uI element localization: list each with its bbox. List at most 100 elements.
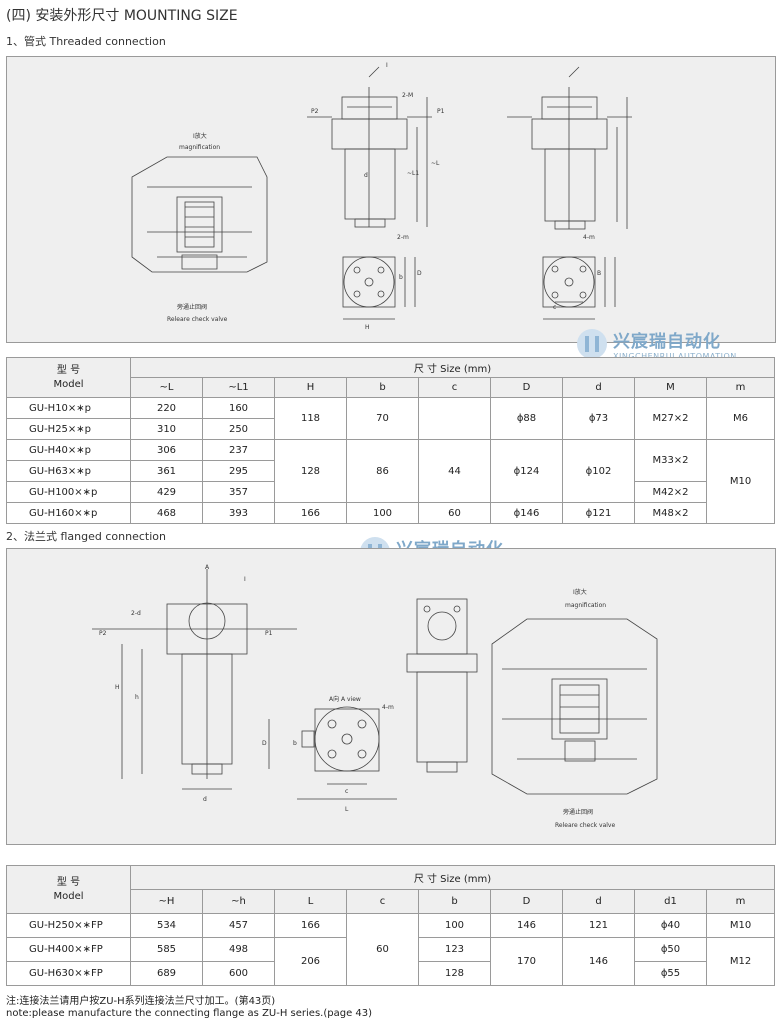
table-row: GU-H10×∗p 220 160 118 70 ϕ88 ϕ73 M27×2 M… — [6, 397, 776, 440]
model-cell: GU-H10×∗p — [6, 397, 131, 419]
model-cell: GU-H25×∗p — [6, 418, 131, 440]
cell: 146 — [562, 937, 635, 986]
cell: 498 — [202, 937, 275, 962]
flanged-drawing-panel: A I 2-d P2 P1 H h d D b 4-m c L A向 A vie… — [6, 548, 776, 845]
model-cell: GU-H100×∗p — [6, 481, 131, 503]
cell: ϕ121 — [562, 502, 635, 524]
cell: 237 — [202, 439, 275, 461]
note-cn: 注:连接法兰请用户按ZU-H系列连接法兰尺寸加工。(第43页) — [6, 996, 276, 1007]
drawing1-mag-cn: I放大 — [193, 132, 207, 140]
cell: 100 — [418, 913, 491, 938]
cell: 118 — [274, 397, 347, 440]
drawing2-label: L — [345, 806, 349, 813]
cell: 123 — [418, 937, 491, 962]
drawing2-valve-en: Releare check valve — [555, 822, 615, 829]
cell: ϕ88 — [490, 397, 563, 440]
drawing2-label: b — [293, 740, 297, 747]
section-threaded-title: 1、管式 Threaded connection — [6, 35, 166, 48]
col-header: L — [274, 889, 347, 914]
table-row: GU-H63×∗p 361 295 — [6, 460, 775, 482]
page-title: (四) 安装外形尺寸 MOUNTING SIZE — [6, 8, 238, 24]
cell: 306 — [130, 439, 203, 461]
cell: ϕ102 — [562, 439, 635, 503]
model-cell: GU-H250×∗FP — [6, 913, 131, 938]
col-header: D — [490, 377, 563, 398]
col-header: ~h — [202, 889, 275, 914]
drawing1-label: 4-m — [583, 234, 595, 241]
cell: 361 — [130, 460, 203, 482]
drawing2-mag-cn: I放大 — [573, 588, 587, 596]
cell: M6 — [705, 397, 776, 440]
drawing2-label: h — [135, 694, 139, 701]
drawing2-label: c — [345, 788, 348, 795]
col-header: ~L1 — [202, 377, 275, 398]
cell: 128 — [418, 961, 491, 986]
cell: 128 — [274, 439, 347, 503]
cell: ϕ124 — [490, 439, 563, 503]
cell: M42×2 — [634, 481, 707, 503]
model-cell: GU-H40×∗p — [6, 439, 131, 461]
cell: 70 — [346, 397, 419, 440]
drawing1-label: ~L1 — [407, 170, 419, 177]
cell: 146 — [490, 913, 563, 938]
section-flanged-title: 2、法兰式 flanged connection — [6, 530, 166, 543]
col-header: d1 — [634, 889, 707, 914]
cell: ϕ146 — [490, 502, 563, 524]
table-row: GU-H25×∗p 310 250 — [6, 418, 775, 440]
col-header: b — [418, 889, 491, 914]
col-header: d — [562, 377, 635, 398]
logo-mark-icon — [577, 329, 607, 359]
drawing2-label: A — [205, 564, 210, 571]
table-row: GU-H250×∗FP 534 457 166 60 100 146 121 ϕ… — [6, 913, 776, 986]
table-row: GU-H40×∗p 306 237 128 86 44 ϕ124 ϕ102 M3… — [6, 439, 776, 524]
threaded-drawing-panel: I放大 magnification 旁通止回阀 Relearе check va… — [6, 56, 776, 361]
drawing2-label: d — [203, 796, 207, 803]
cell: 220 — [130, 397, 203, 419]
drawing2-label: P1 — [265, 630, 273, 637]
cell: 86 — [346, 439, 419, 503]
cell: ϕ40 — [634, 913, 707, 938]
col-header: m — [705, 377, 776, 398]
cell: 60 — [418, 502, 491, 524]
logo-cn: 兴宸瑞自动化 — [613, 332, 721, 352]
drawing1-valve-en: Relearе check valve — [167, 316, 228, 323]
drawing1-label: 2-M — [402, 92, 413, 99]
drawing1-label: d — [364, 172, 368, 179]
drawing1-label: P2 — [311, 108, 319, 115]
drawing1-label: c — [553, 304, 556, 311]
table-row: GU-H630×∗FP 689 600 128 ϕ55 — [6, 961, 775, 986]
col-header: c — [418, 377, 491, 398]
col-header: D — [490, 889, 563, 914]
cell: 170 — [490, 937, 563, 986]
cell: 429 — [130, 481, 203, 503]
size-header: 尺 寸 Size (mm) — [129, 865, 776, 890]
col-header: M — [634, 377, 707, 398]
cell: 60 — [346, 913, 419, 986]
drawing1-label: ~L — [431, 160, 440, 167]
drawing2-label: 2-d — [131, 610, 141, 617]
cell: M27×2 — [634, 397, 707, 440]
threaded-drawing: I放大 magnification 旁通止回阀 Relearе check va… — [131, 62, 632, 331]
cell: 357 — [202, 481, 275, 503]
col-header: m — [705, 889, 776, 914]
drawing1-label: B — [597, 270, 601, 277]
col-header: H — [274, 377, 347, 398]
drawing2-aview: A向 A view — [329, 695, 361, 703]
drawing1-mag-en: magnification — [179, 144, 220, 151]
col-header: c — [346, 889, 419, 914]
col-header: ~H — [130, 889, 203, 914]
cell: M48×2 — [634, 502, 707, 524]
cell: 310 — [130, 418, 203, 440]
cell: 44 — [418, 439, 491, 503]
note-en: note:please manufacture the connecting f… — [6, 1008, 373, 1019]
cell: 393 — [202, 502, 275, 524]
model-cell: GU-H630×∗FP — [6, 961, 131, 986]
drawing1-label: P1 — [437, 108, 445, 115]
cell: 166 — [274, 502, 347, 524]
cell: 250 — [202, 418, 275, 440]
cell — [418, 397, 491, 440]
drawing2-label: 4-m — [382, 704, 394, 711]
drawing2-label: H — [115, 684, 120, 691]
